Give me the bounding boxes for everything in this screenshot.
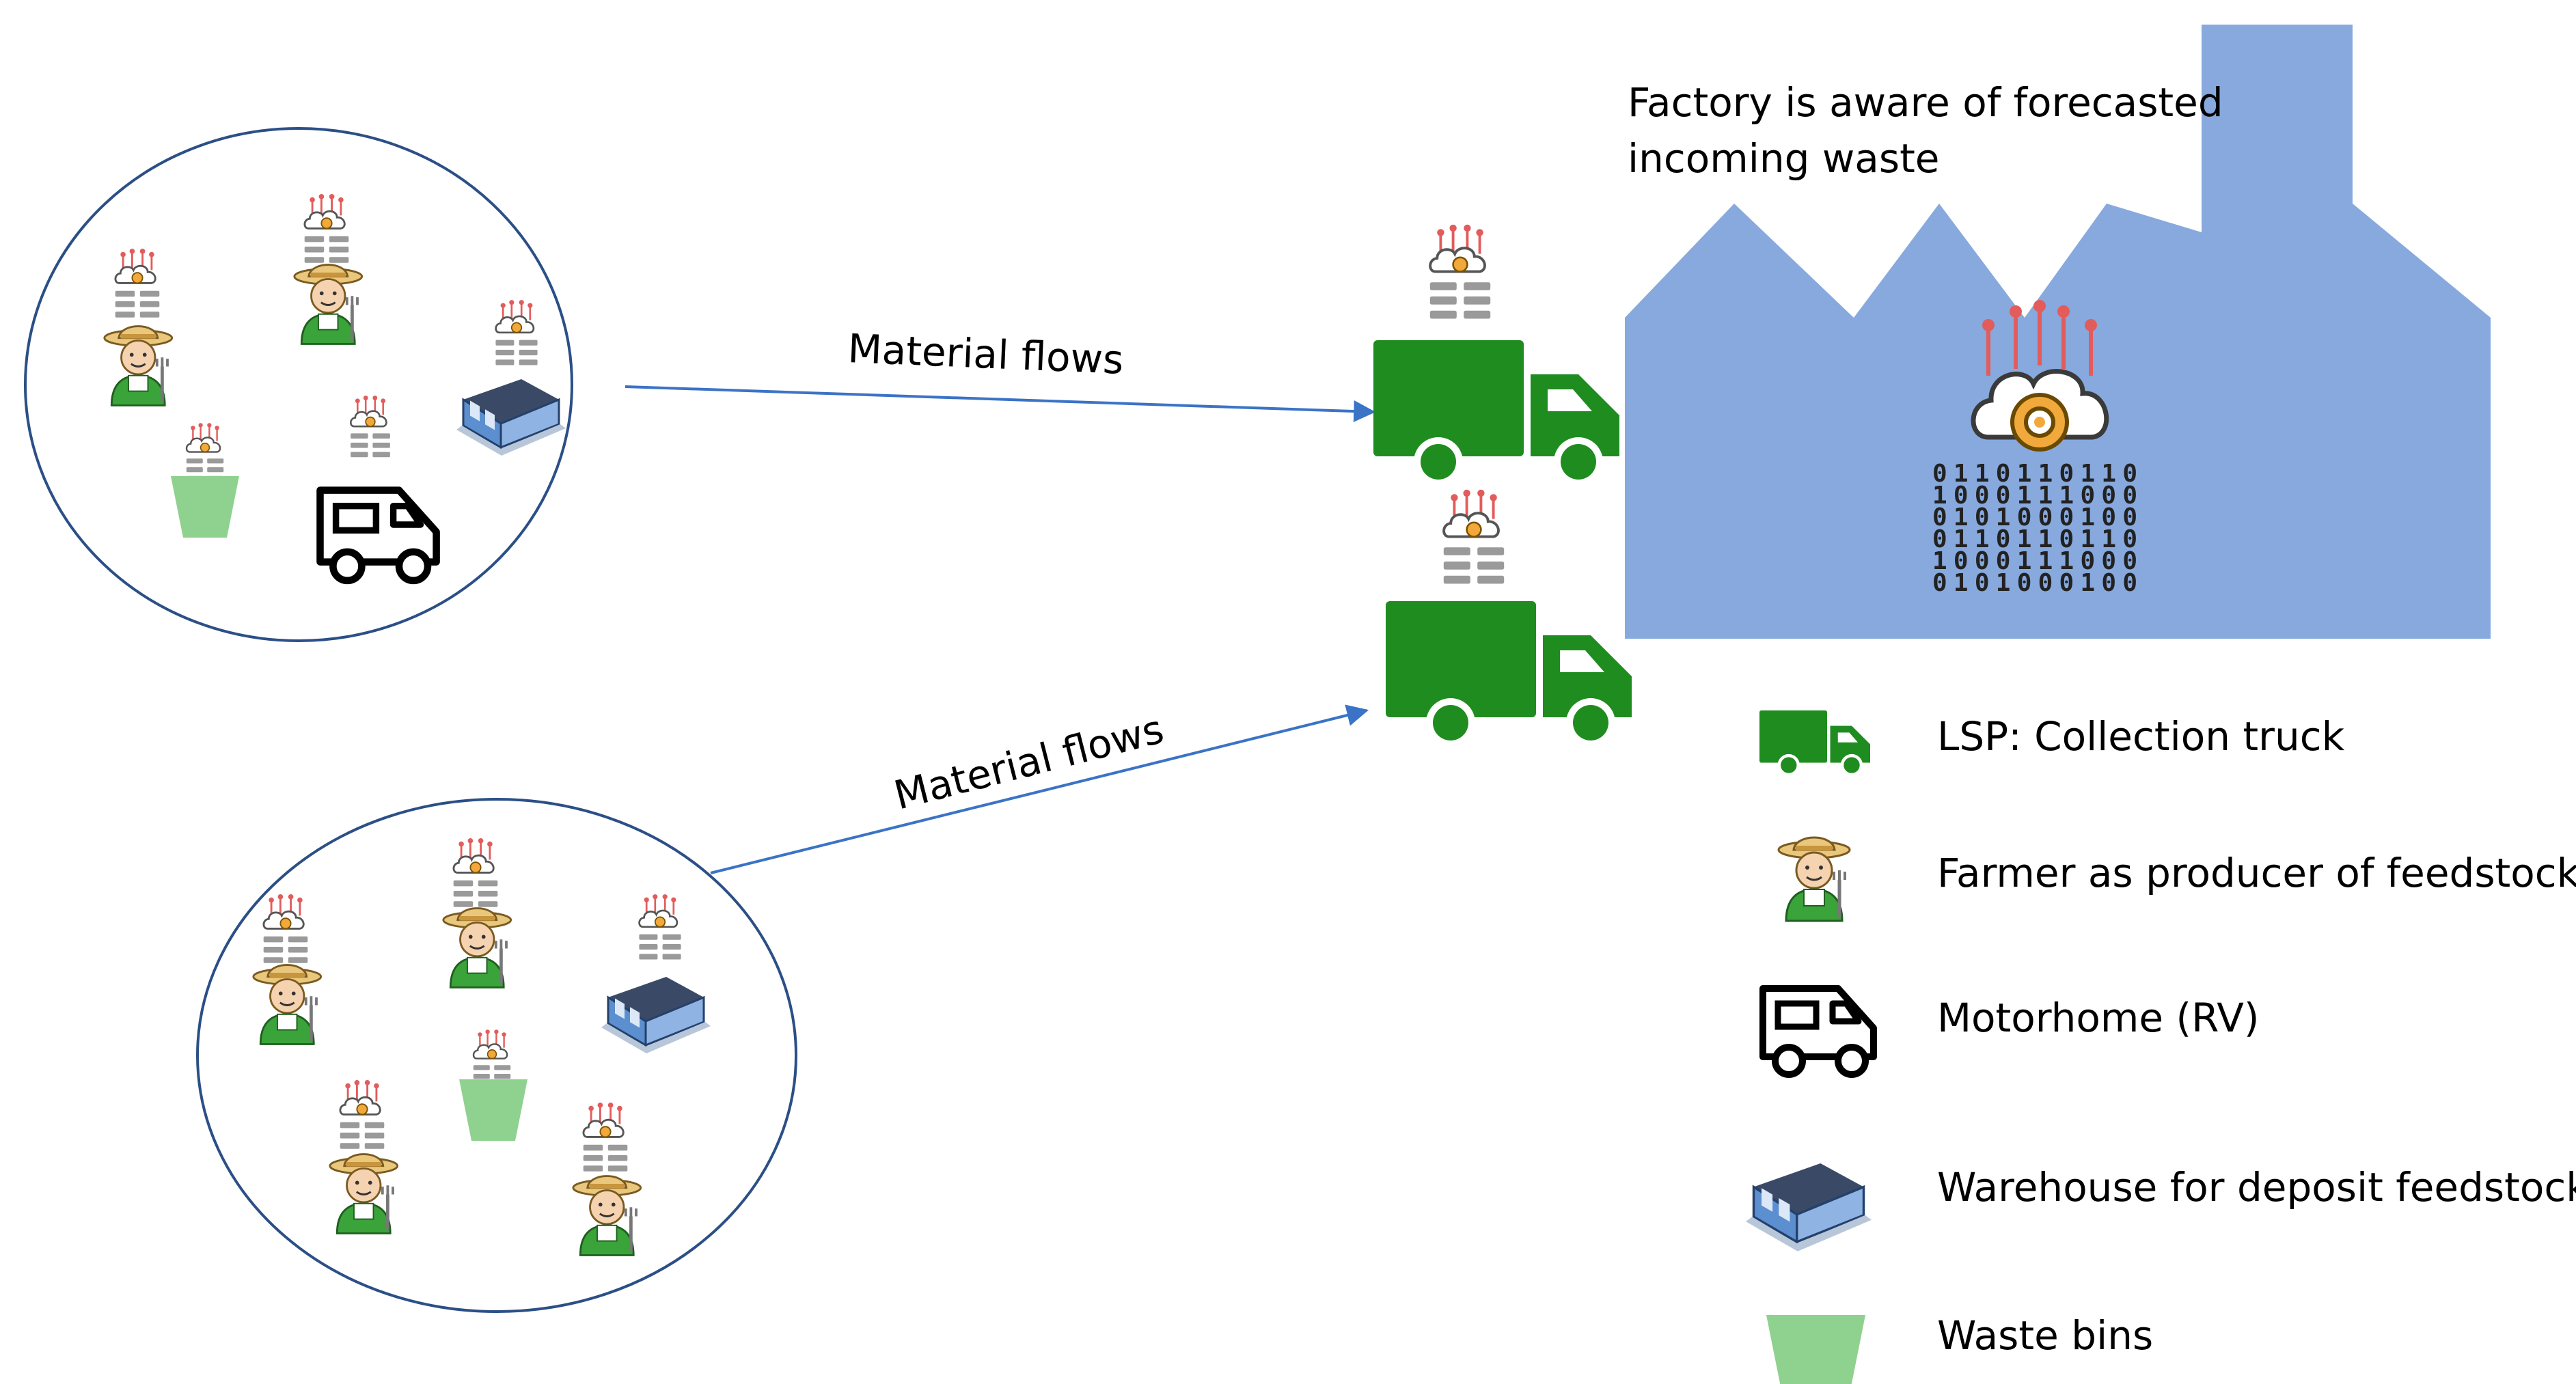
legend-label: Farmer as producer of feedstock [1937,850,2576,896]
legend-item-farmer: Farmer as producer of feedstock [1779,838,2576,921]
farmer-icon [1779,838,1850,921]
ai-analytics-icon [1971,300,2109,452]
collection-truck-icon [1373,340,1619,486]
collection-truck-icon [1759,710,1870,777]
legend-item-waste-bin: Waste bins [1766,1312,2153,1384]
motorhome-icon [1763,988,1874,1075]
factory-building [1625,25,2491,639]
legend-label: Motorhome (RV) [1937,995,2260,1041]
farmer-icon [294,265,362,344]
farmer-icon [573,1176,641,1256]
ai-data-icon [638,893,682,960]
warehouse-icon [600,975,712,1055]
farmer-icon [254,965,321,1044]
ai-data-icon [349,394,392,458]
ai-data-icon [495,299,538,366]
legend-item-collection-truck: LSP: Collection truck [1759,710,2345,777]
collection-truck-upper [1373,223,1619,486]
factory: Factory is aware of forecasted incoming … [1625,25,2491,639]
waste-bin-icon [171,476,239,538]
factory-caption-line1: Factory is aware of forecasted [1628,79,2223,126]
ai-data-icon [1428,223,1492,320]
ai-data-icon [303,193,350,264]
ai-data-icon [262,893,309,965]
flow-label: Material flows [847,325,1124,383]
flow-arrow [710,704,1369,874]
waste-bin-icon [1766,1315,1865,1384]
cluster-boundary [196,798,797,1313]
ai-data-icon [185,422,225,482]
collection-truck-lower [1386,488,1632,747]
flow-label: Material flows [890,706,1168,819]
farmer-icon [330,1154,398,1234]
material-flow-upper: Material flows [625,325,1376,423]
producer-cluster-bottom [196,798,797,1313]
ai-data-icon [452,837,499,909]
legend-item-warehouse: Warehouse for deposit feedstock [1744,1162,2576,1253]
collection-truck-icon [1386,601,1632,747]
ai-data-icon [339,1079,385,1150]
legend-label: LSP: Collection truck [1937,713,2345,760]
farmer-icon [105,327,172,406]
flow-arrow [625,385,1376,423]
farmer-icon [443,909,511,988]
legend-label: Waste bins [1937,1312,2153,1359]
legend-item-motorhome: Motorhome (RV) [1763,988,2260,1075]
factory-caption-line2: incoming waste [1628,135,1940,182]
ai-data-icon [114,247,161,319]
waste-bin-icon [459,1079,527,1141]
ai-data-icon [582,1101,629,1173]
motorhome-icon [320,490,437,581]
legend-label: Warehouse for deposit feedstock [1937,1164,2576,1210]
ai-data-icon [472,1028,512,1089]
producer-cluster-top [24,127,573,642]
material-flow-lower: Material flows [710,704,1369,874]
legend: LSP: Collection truck Farmer as producer… [1744,710,2576,1384]
cluster-boundary [24,127,573,642]
ai-data-icon [1442,488,1506,585]
warehouse-icon [455,378,567,457]
warehouse-icon [1744,1162,1873,1253]
